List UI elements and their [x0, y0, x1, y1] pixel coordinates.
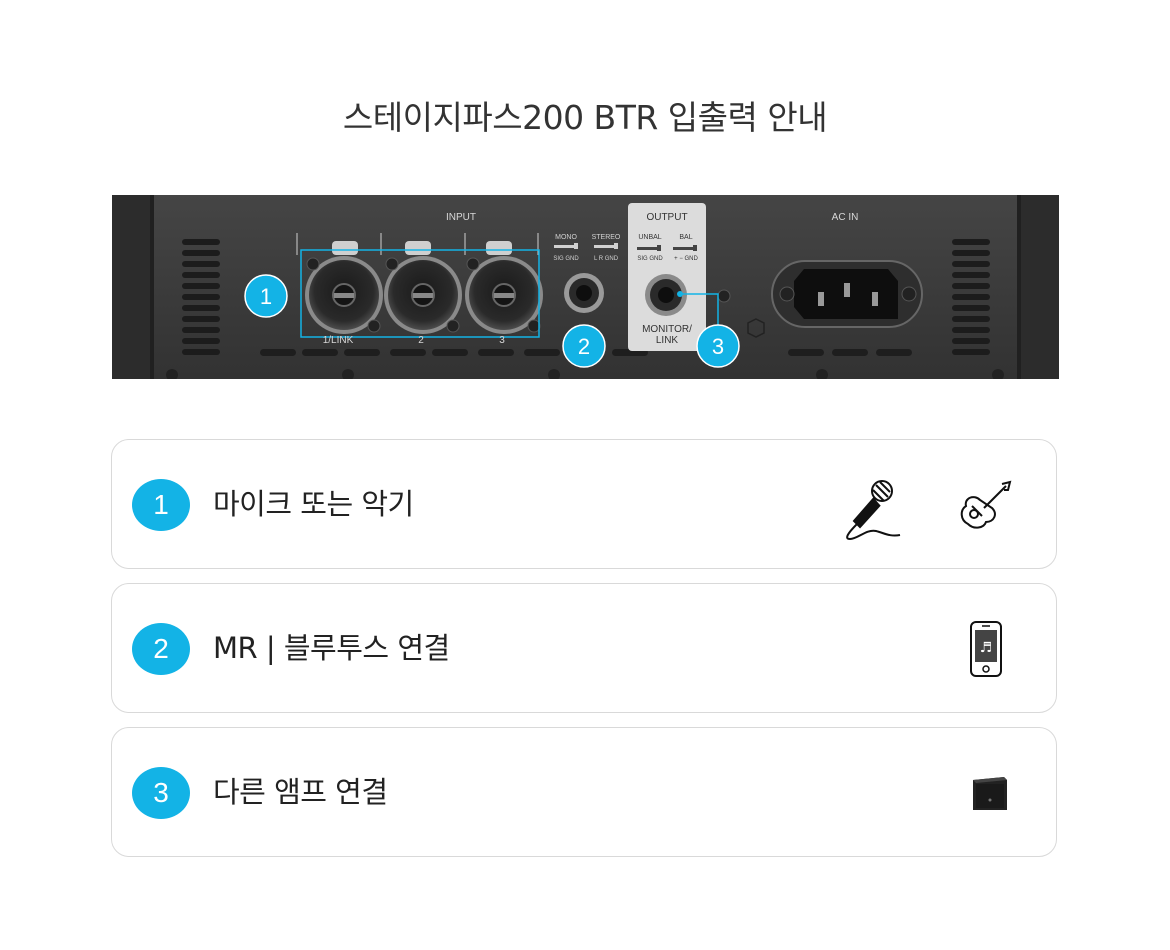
- stereo-label: STEREO: [592, 234, 621, 241]
- stereo-sub: L R GND: [594, 256, 619, 262]
- jack1-label: 1/LINK: [323, 335, 354, 346]
- rear-panel-image: INPUT: [112, 195, 1059, 379]
- svg-text:♬: ♬: [980, 640, 993, 656]
- list-item-other-amp: 3 다른 앰프 연결: [111, 727, 1057, 857]
- monitor-label-2: LINK: [656, 335, 679, 346]
- amplifier-icon: [970, 774, 1010, 818]
- row-number-badge: 2: [132, 623, 190, 675]
- jack2-label: 2: [418, 335, 424, 346]
- input-label: INPUT: [446, 212, 476, 223]
- bal-label: BAL: [679, 234, 692, 241]
- left-vent: [182, 239, 220, 355]
- unbal-sub: SIG GND: [637, 256, 663, 262]
- ac-in-label: AC IN: [832, 212, 859, 223]
- ac-inlet: [771, 260, 923, 328]
- bal-sub: + − GND: [674, 256, 698, 262]
- output-label: OUTPUT: [646, 212, 687, 223]
- mr-jack: [564, 273, 604, 313]
- mono-label: MONO: [555, 234, 577, 241]
- row-label: 다른 앰프 연결: [213, 775, 388, 809]
- mono-sub: SIG GND: [553, 256, 579, 262]
- jack3-label: 3: [499, 335, 505, 346]
- xlr-jack-1: [305, 241, 383, 334]
- list-item-mr-bluetooth: 2 MR | 블루투스 연결 ♬: [111, 583, 1057, 713]
- list-item-mic-instrument: 1 마이크 또는 악기: [111, 439, 1057, 569]
- monitor-label-1: MONITOR/: [642, 324, 692, 335]
- unbal-label: UNBAL: [638, 234, 661, 241]
- row-number-badge: 1: [132, 479, 190, 531]
- microphone-icon: [840, 477, 906, 547]
- monitor-jack: [645, 274, 687, 316]
- xlr-jack-2: [384, 241, 462, 334]
- marker-3: 3: [712, 334, 724, 359]
- xlr-jack-3: [465, 241, 543, 334]
- page-title: 스테이지파스200 BTR 입출력 안내: [342, 98, 828, 137]
- marker-2: 2: [578, 334, 590, 359]
- row-number-badge: 3: [132, 767, 190, 819]
- row-label: MR | 블루투스 연결: [213, 631, 450, 665]
- marker-1: 1: [260, 284, 272, 309]
- smartphone-music-icon: ♬: [968, 620, 1004, 682]
- row-label: 마이크 또는 악기: [213, 487, 414, 521]
- guitar-icon: [958, 480, 1014, 536]
